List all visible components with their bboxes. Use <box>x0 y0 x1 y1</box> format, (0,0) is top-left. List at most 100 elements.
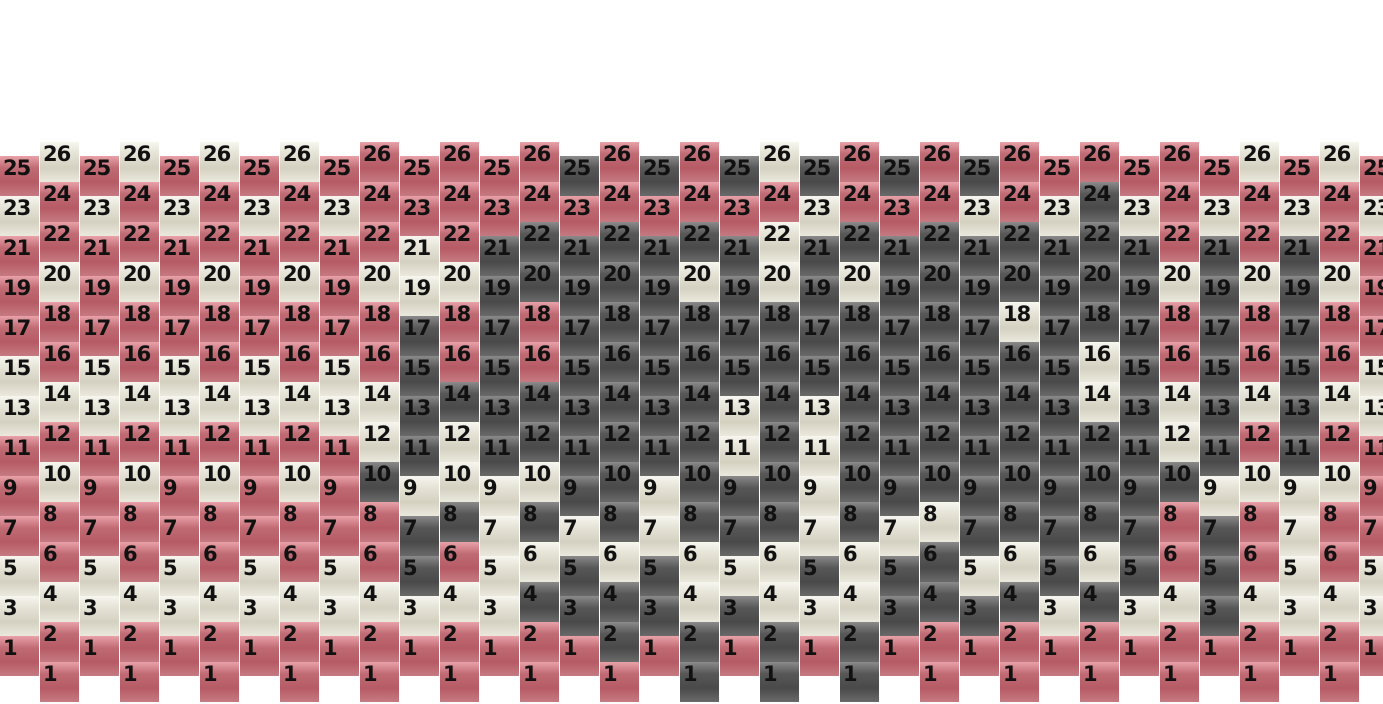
bead: 19 <box>400 276 439 316</box>
bead: 14 <box>200 382 239 422</box>
bead: 14 <box>520 382 559 422</box>
bead: 22 <box>1160 222 1199 262</box>
bead: 26 <box>40 142 79 182</box>
bead: 24 <box>680 182 719 222</box>
bead: 23 <box>960 196 999 236</box>
bead: 25 <box>80 156 119 196</box>
bead: 8 <box>520 502 559 542</box>
bead: 26 <box>600 142 639 182</box>
bead: 1 <box>520 662 559 702</box>
bead: 12 <box>1320 422 1359 462</box>
bead: 25 <box>320 156 359 196</box>
bead: 23 <box>320 196 359 236</box>
bead: 24 <box>440 182 479 222</box>
bead: 11 <box>80 436 119 476</box>
bead: 16 <box>440 342 479 382</box>
bead: 24 <box>1320 182 1359 222</box>
bead: 8 <box>920 502 959 542</box>
bead: 21 <box>480 236 519 276</box>
bead: 18 <box>600 302 639 342</box>
bead: 21 <box>640 236 679 276</box>
bead: 25 <box>160 156 199 196</box>
bead: 23 <box>1280 196 1319 236</box>
bead: 2 <box>1320 622 1359 662</box>
bead: 15 <box>320 356 359 396</box>
bead: 7 <box>240 516 279 556</box>
bead: 8 <box>680 502 719 542</box>
bead: 5 <box>400 556 439 596</box>
bead: 23 <box>160 196 199 236</box>
bead: 7 <box>720 516 759 556</box>
bead: 4 <box>760 582 799 622</box>
bead: 23 <box>560 196 599 236</box>
bead: 9 <box>400 476 439 516</box>
bead: 8 <box>200 502 239 542</box>
bead: 22 <box>120 222 159 262</box>
bead: 17 <box>320 316 359 356</box>
bead: 4 <box>280 582 319 622</box>
bead: 8 <box>1320 502 1359 542</box>
bead: 9 <box>960 476 999 516</box>
bead: 25 <box>720 156 759 196</box>
bead: 17 <box>160 316 199 356</box>
bead: 11 <box>480 436 519 476</box>
bead: 16 <box>280 342 319 382</box>
bead: 13 <box>480 396 519 436</box>
bead: 3 <box>400 596 439 636</box>
bead: 16 <box>840 342 879 382</box>
bead: 1 <box>1000 662 1039 702</box>
bead: 15 <box>640 356 679 396</box>
bead: 11 <box>1040 436 1079 476</box>
bead: 20 <box>40 262 79 302</box>
bead: 13 <box>320 396 359 436</box>
bead: 15 <box>880 356 919 396</box>
bead: 2 <box>200 622 239 662</box>
bead: 22 <box>40 222 79 262</box>
bead: 13 <box>1360 396 1383 436</box>
bead: 11 <box>640 436 679 476</box>
bead: 3 <box>1120 596 1159 636</box>
bead: 9 <box>1120 476 1159 516</box>
bead: 16 <box>1000 342 1039 382</box>
bead: 14 <box>920 382 959 422</box>
bead: 11 <box>1360 436 1383 476</box>
bead: 16 <box>600 342 639 382</box>
bead: 11 <box>400 436 439 476</box>
bead: 10 <box>840 462 879 502</box>
bead: 1 <box>400 636 439 676</box>
bead: 15 <box>1120 356 1159 396</box>
bead: 20 <box>600 262 639 302</box>
bead: 17 <box>80 316 119 356</box>
bead: 8 <box>40 502 79 542</box>
bead: 13 <box>640 396 679 436</box>
bead: 1 <box>600 662 639 702</box>
bead: 19 <box>320 276 359 316</box>
bead: 4 <box>200 582 239 622</box>
bead: 4 <box>120 582 159 622</box>
bead: 21 <box>720 236 759 276</box>
bead: 12 <box>520 422 559 462</box>
bead: 1 <box>80 636 119 676</box>
bead: 19 <box>560 276 599 316</box>
bead: 3 <box>1200 596 1239 636</box>
bead: 3 <box>880 596 919 636</box>
bead: 9 <box>1360 476 1383 516</box>
bead: 3 <box>240 596 279 636</box>
bead: 12 <box>40 422 79 462</box>
bead: 25 <box>640 156 679 196</box>
bead: 18 <box>280 302 319 342</box>
bead: 8 <box>600 502 639 542</box>
bead: 24 <box>1000 182 1039 222</box>
bead: 12 <box>600 422 639 462</box>
bead: 18 <box>840 302 879 342</box>
bead: 1 <box>240 636 279 676</box>
bead: 5 <box>880 556 919 596</box>
bead: 14 <box>1000 382 1039 422</box>
bead: 7 <box>320 516 359 556</box>
bead: 26 <box>840 142 879 182</box>
bead: 24 <box>920 182 959 222</box>
bead: 21 <box>400 236 439 276</box>
bead: 8 <box>440 502 479 542</box>
bead: 18 <box>440 302 479 342</box>
bead: 19 <box>880 276 919 316</box>
